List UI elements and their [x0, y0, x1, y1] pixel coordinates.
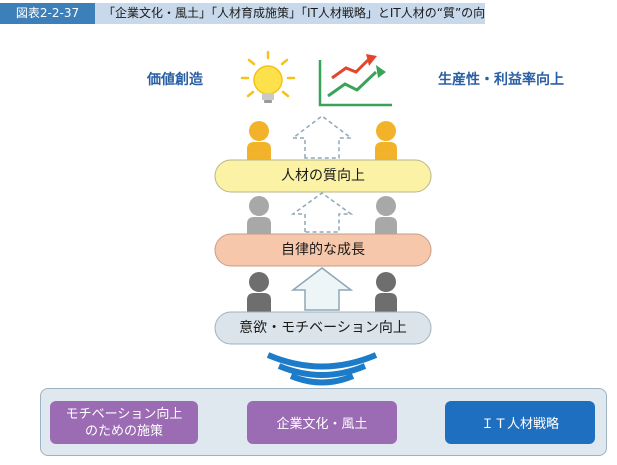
pill-motivation-improvement: 意欲・モチベーション向上	[239, 320, 407, 336]
light-bulb-icon	[240, 50, 296, 103]
pill-quality-improvement: 人材の質向上	[281, 168, 365, 184]
growth-chart-icon	[318, 54, 392, 107]
pill-autonomous-growth: 自律的な成長	[281, 242, 365, 258]
it-talent-strategy-tile: ＩＴ人材戦略	[445, 401, 595, 444]
pill-mid-bg	[214, 233, 432, 267]
pill-base-bg	[214, 311, 432, 345]
corporate-culture-tile: 企業文化・風土	[247, 401, 397, 444]
person-icon	[247, 121, 271, 165]
pill-top-bg	[214, 159, 432, 193]
figure-id: 図表2-2-37	[0, 3, 95, 24]
motivation-measures-tile: モチベーション向上 のための施策	[50, 401, 198, 444]
up-arrow-icon	[290, 192, 354, 233]
productivity-label: 生産性・利益率向上	[438, 72, 564, 88]
person-icon	[375, 121, 397, 165]
value-creation-label: 価値創造	[147, 72, 203, 88]
figure-title: 「企業文化・風土」「人材育成施策」「IT人材戦略」とIT人材の“質”の向上	[95, 3, 485, 24]
figure-header: 図表2-2-37 「企業文化・風土」「人材育成施策」「IT人材戦略」とIT人材の…	[0, 0, 617, 26]
person-icon	[247, 272, 271, 316]
person-icon	[375, 272, 397, 316]
up-arrow-icon	[290, 115, 354, 159]
up-arrow-icon	[290, 267, 354, 311]
wifi-signal-icon	[266, 352, 378, 386]
